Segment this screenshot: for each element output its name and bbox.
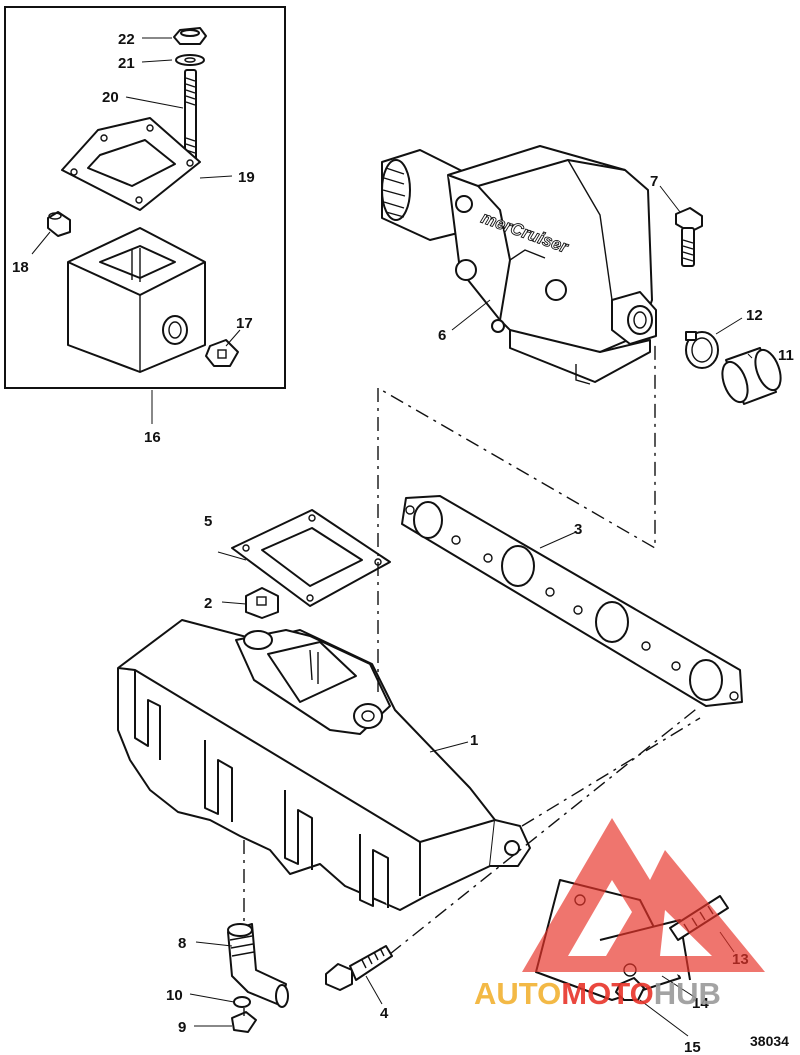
callout-10: 10 [166, 987, 183, 1004]
callout-3: 3 [574, 521, 582, 538]
callout-20: 20 [102, 89, 119, 106]
part-2-pipe-plug [245, 587, 279, 619]
inset-frame [4, 6, 286, 389]
part-1-exhaust-manifold [117, 619, 531, 911]
watermark-triangle-logo [522, 818, 765, 972]
part-19-riser-gasket [61, 117, 201, 211]
part-10-o-ring [233, 996, 251, 1008]
callout-5: 5 [204, 513, 212, 530]
callout-6: 6 [438, 327, 446, 344]
watermark-text: AUTOMOTOHUB [474, 976, 721, 1011]
part-22-nut [173, 27, 207, 45]
part-3-manifold-gasket [401, 495, 743, 707]
callout-2: 2 [204, 595, 212, 612]
callout-7: 7 [650, 173, 658, 190]
callout-labels: 22 21 20 19 18 17 16 7 6 12 11 5 3 2 1 8… [12, 31, 794, 1055]
part-7-bolt [675, 207, 703, 267]
part-20-stud [184, 69, 197, 161]
inset-riser-kit [4, 6, 286, 389]
callout-9: 9 [178, 1019, 186, 1036]
figure-number: 38034 [750, 1033, 789, 1049]
watermark-hub: HUB [654, 976, 721, 1011]
callout-4: 4 [380, 1005, 389, 1022]
part-8-elbow-fitting [227, 923, 289, 1008]
watermark-auto: AUTO [474, 976, 561, 1011]
part-18-drain-plug [47, 211, 71, 237]
callout-12: 12 [746, 307, 763, 324]
callout-8: 8 [178, 935, 186, 952]
part-6-exhaust-elbow: merCruiser [381, 145, 657, 385]
part-12-hose-clamp [685, 331, 719, 369]
part-11-hose [721, 347, 782, 405]
part-21-washer [175, 54, 205, 66]
watermark: AUTOMOTOHUB [474, 818, 765, 1011]
callout-18: 18 [12, 259, 29, 276]
callout-17: 17 [236, 315, 253, 332]
callout-21: 21 [118, 55, 135, 72]
part-15-nut [615, 977, 645, 1001]
watermark-moto: MOTO [561, 976, 653, 1011]
callout-22: 22 [118, 31, 135, 48]
part-17-pipe-plug [205, 339, 239, 367]
part-5-flange-gasket [231, 509, 391, 607]
part-4-bolt [325, 945, 393, 991]
callout-15: 15 [684, 1039, 701, 1055]
callout-11: 11 [778, 347, 794, 364]
callout-16: 16 [144, 429, 161, 446]
part-16-riser-block [67, 227, 206, 373]
callout-1: 1 [470, 732, 478, 749]
callout-14: 14 [692, 995, 709, 1012]
assembly-alignment-lines [243, 340, 701, 1016]
callout-19: 19 [238, 169, 255, 186]
